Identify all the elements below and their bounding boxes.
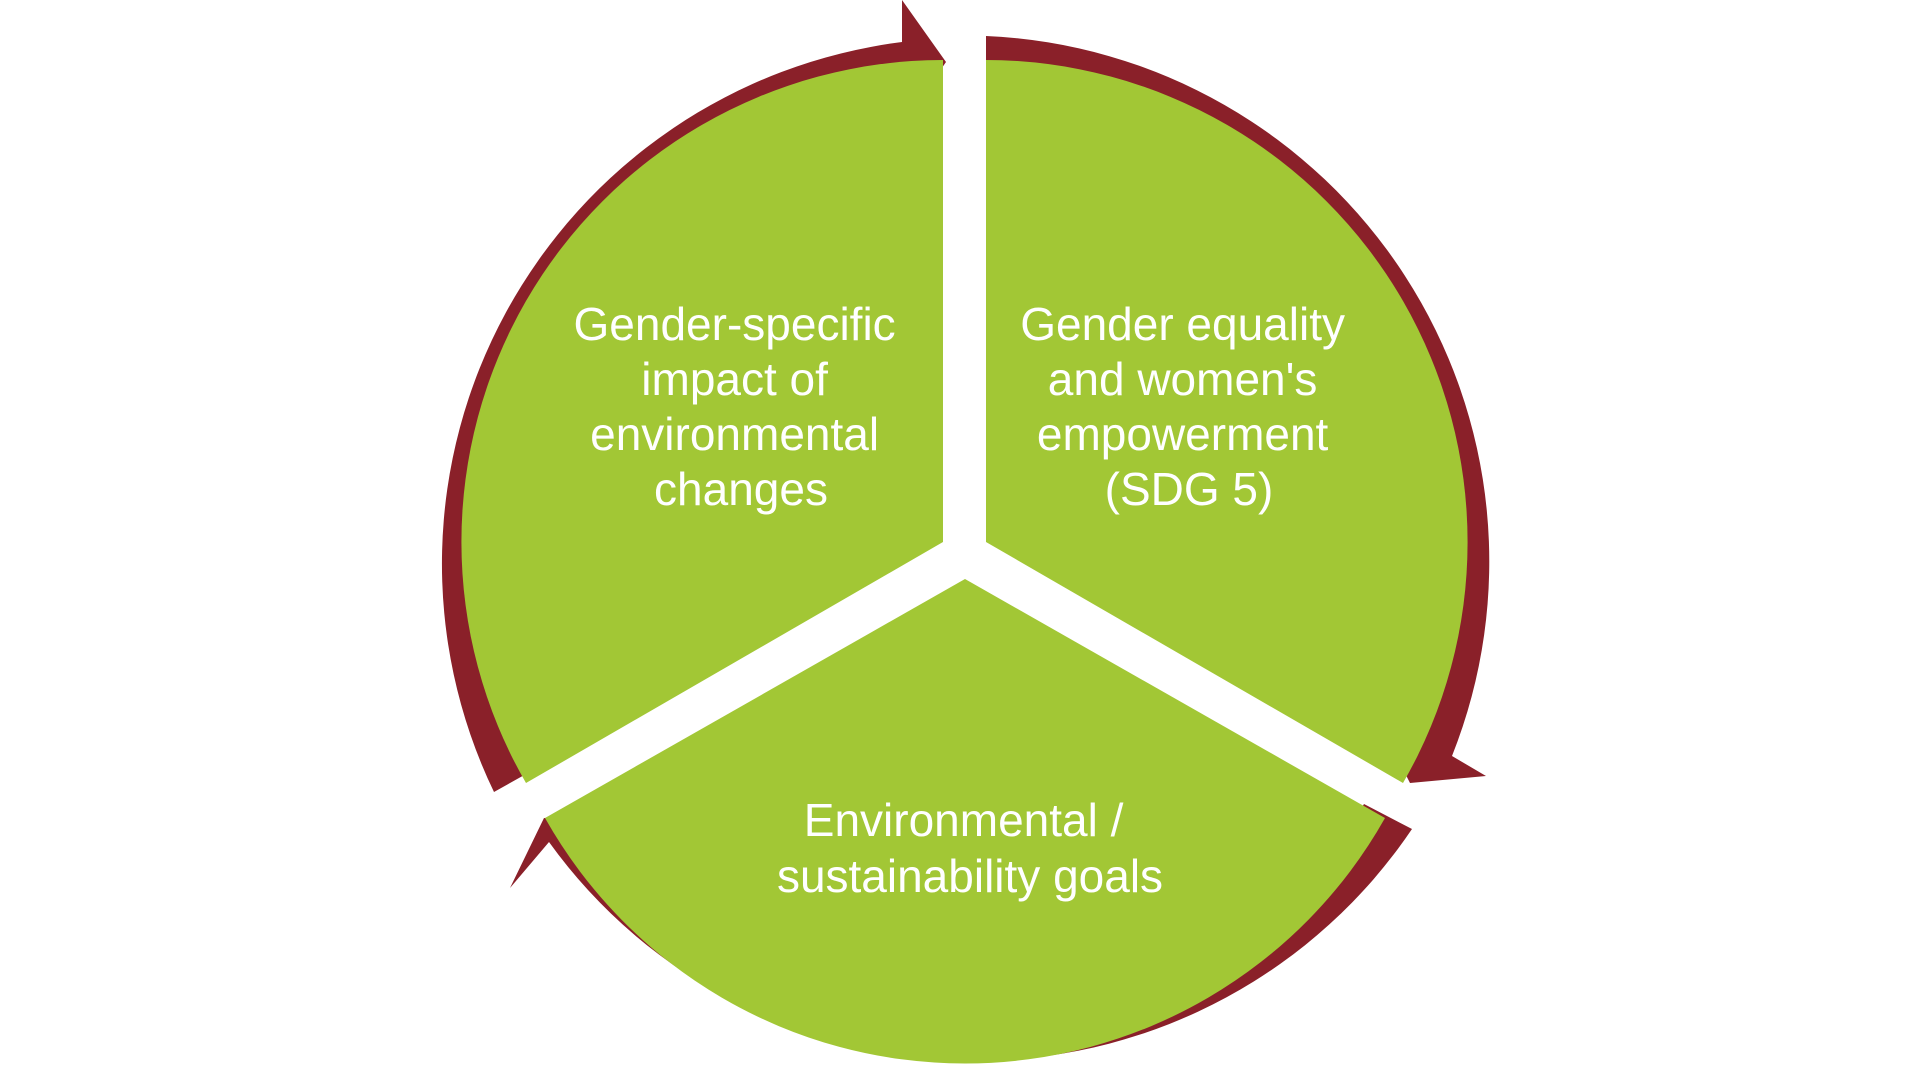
label-line: impact of [641, 353, 828, 405]
segment-label-top-left: Gender-specific impact of environmental … [574, 298, 909, 515]
cycle-segments [461, 60, 1468, 1064]
segment-bottom [545, 579, 1385, 1064]
segment-top-right [986, 60, 1468, 783]
label-line: Gender-specific [574, 298, 896, 350]
label-line: and women's [1048, 353, 1318, 405]
label-line: Gender equality [1020, 298, 1345, 350]
segment-label-top-right: Gender equality and women's empowerment … [1020, 298, 1358, 515]
cycle-arrow-right [986, 36, 1490, 783]
label-line: changes [654, 463, 828, 515]
label-line: environmental [590, 408, 879, 460]
segment-top-left [461, 60, 943, 783]
label-line: Environmental / [804, 794, 1124, 846]
segment-labels: Gender-specific impact of environmental … [574, 298, 1358, 902]
label-line: (SDG 5) [1105, 463, 1274, 515]
label-line: sustainability goals [777, 850, 1163, 902]
segment-label-bottom: Environmental / sustainability goals [777, 794, 1163, 902]
label-line: empowerment [1037, 408, 1329, 460]
